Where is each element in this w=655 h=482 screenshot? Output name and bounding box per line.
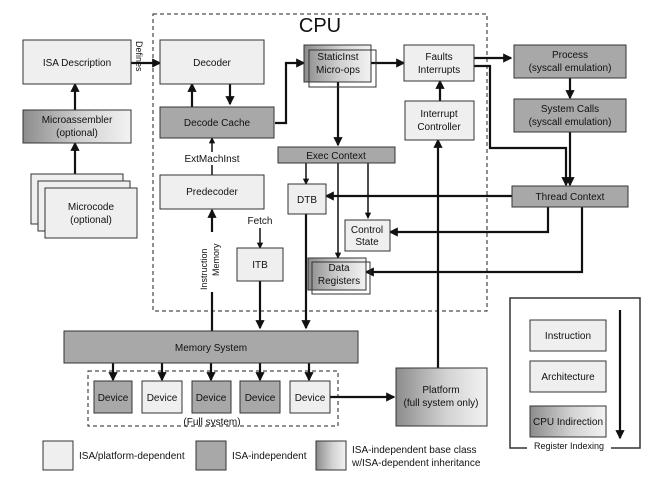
legend-base-class-label-2: w/ISA-dependent inheritance <box>351 458 481 469</box>
microcode-label-2: (optional) <box>70 215 112 226</box>
data-registers-label-2: Registers <box>318 276 360 287</box>
device-1-label: Device <box>98 393 129 404</box>
microassembler-label-1: Microassembler <box>42 115 113 126</box>
isa-description-label: ISA Description <box>43 58 111 69</box>
indexing-instruction-label: Instruction <box>545 331 591 342</box>
dtb-label: DTB <box>297 195 317 206</box>
process-label-1: Process <box>552 50 588 61</box>
system-calls-label-1: System Calls <box>541 104 599 115</box>
indexing-caption-bg <box>527 440 611 452</box>
microcode-stack: Microcode (optional) <box>30 173 138 239</box>
indexing-cpu-indirection-box <box>529 405 607 438</box>
device-2-label: Device <box>147 393 178 404</box>
microassembler-box: Microassembler (optional) <box>22 109 132 144</box>
interrupt-controller-label-1: Interrupt <box>420 109 457 120</box>
itb-box: ITB <box>236 247 284 282</box>
thread-context-box: Thread Context <box>511 185 629 208</box>
fetch-label: Fetch <box>247 216 272 227</box>
platform-label-1: Platform <box>422 385 459 396</box>
full-system-label: (Full system) <box>183 417 240 428</box>
isa-description-box: ISA Description <box>22 39 132 85</box>
instruction-memory-label-bg <box>197 232 227 292</box>
instruction-memory-label-1: Instruction <box>199 248 209 290</box>
decode-cache-label: Decode Cache <box>184 118 251 129</box>
device-4-label: Device <box>245 393 276 404</box>
interrupt-controller-box: Interrupt Controller <box>404 100 475 141</box>
interrupt-controller-label-2: Controller <box>417 122 461 133</box>
indexing-architecture-box <box>529 360 607 393</box>
indexing-instruction-box <box>529 319 607 352</box>
legend-swatch-base-class <box>315 440 347 471</box>
faults-interrupts-box: Faults Interrupts <box>403 44 475 82</box>
legend-swatch-isa-independent <box>195 440 227 471</box>
microcode-label-1: Microcode <box>68 202 115 213</box>
thread-to-control-arrow <box>388 207 550 237</box>
platform-box: Platform (full system only) <box>395 367 488 427</box>
staticinst-label-2: Micro-ops <box>316 65 360 76</box>
cache-to-staticinst-arrow <box>275 58 306 125</box>
device-1-box: Device <box>93 380 133 414</box>
control-state-box: Control State <box>344 219 391 252</box>
cpu-region <box>152 13 488 312</box>
memory-system-label: Memory System <box>175 343 247 354</box>
decoder-box: Decoder <box>159 39 265 85</box>
platform-label-2: (full system only) <box>403 398 478 409</box>
connections <box>70 53 584 402</box>
predecoder-box: Predecoder <box>159 174 265 210</box>
instruction-memory-label-2: Memory <box>211 243 221 276</box>
faults-label: Faults <box>425 52 452 63</box>
faults-to-thread-arrow <box>474 64 571 187</box>
memory-system-box: Memory System <box>63 330 359 364</box>
defines-label: Defines <box>134 41 144 72</box>
legend-base-class-label-1: ISA-independent base class <box>352 445 477 456</box>
device-4-box: Device <box>239 380 281 414</box>
system-calls-label-2: (syscall emulation) <box>529 117 612 128</box>
legend-isa-independent-label: ISA-independent <box>232 451 307 462</box>
legend-swatch-isa-dependent <box>42 440 74 471</box>
data-registers-box: Data Registers <box>307 257 371 295</box>
control-state-label-2: State <box>355 237 379 248</box>
indexing-cpu-indirection-label: CPU Indirection <box>533 417 603 428</box>
indexing-caption: Register Indexing <box>534 441 604 451</box>
dtb-box: DTB <box>287 183 327 215</box>
exec-context-box: Exec Context <box>277 146 396 164</box>
indexing-architecture-label: Architecture <box>541 372 595 383</box>
full-system-region <box>87 370 339 427</box>
cpu-title: CPU <box>299 15 341 37</box>
device-5-label: Device <box>295 393 326 404</box>
system-calls-box: System Calls (syscall emulation) <box>513 98 627 133</box>
itb-label: ITB <box>252 260 268 271</box>
extmachinst-label-bg <box>183 152 241 165</box>
thread-context-label: Thread Context <box>536 192 605 203</box>
thread-to-dataregs-arrow <box>364 207 584 277</box>
process-box: Process (syscall emulation) <box>513 44 627 79</box>
process-label-2: (syscall emulation) <box>529 63 612 74</box>
data-registers-label-1: Data <box>328 263 350 274</box>
control-state-label-1: Control <box>351 225 383 236</box>
staticinst-label-1: StaticInst <box>317 52 358 63</box>
register-indexing-panel: Instruction Architecture CPU Indirection… <box>509 297 641 452</box>
interrupts-label: Interrupts <box>418 65 460 76</box>
decode-cache-box: Decode Cache <box>159 106 275 139</box>
device-3-box: Device <box>191 380 232 414</box>
device-3-label: Device <box>196 393 227 404</box>
device-5-box: Device <box>289 380 331 414</box>
legend: ISA/platform-dependent ISA-independent I… <box>42 440 481 471</box>
staticinst-box: StaticInst Micro-ops <box>303 44 377 88</box>
exec-context-label: Exec Context <box>306 151 366 162</box>
predecoder-label: Predecoder <box>186 187 238 198</box>
extmachinst-label: ExtMachInst <box>184 154 239 165</box>
legend-isa-dependent-label: ISA/platform-dependent <box>79 451 185 462</box>
decoder-label: Decoder <box>193 58 231 69</box>
device-2-box: Device <box>141 380 183 414</box>
microassembler-label-2: (optional) <box>56 128 98 139</box>
